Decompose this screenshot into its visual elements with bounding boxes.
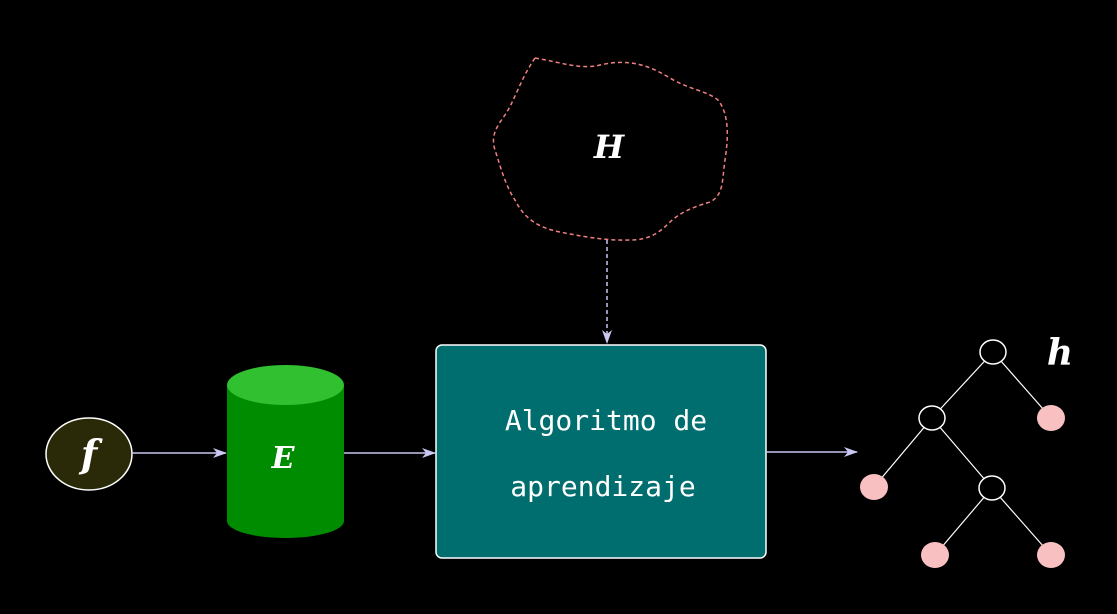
algorithm-label-line1: Algoritmo de [505,404,707,437]
hypothesis-space-label: H [593,128,626,166]
tree-edge [991,487,1052,556]
tree-internal-node [918,405,946,431]
hypothesis-space-cloud: H [492,57,729,241]
tree-edge [931,351,994,419]
algorithm-label-line2: aprendizaje [510,470,695,503]
tree-edge [873,417,933,488]
examples-database: E [227,365,344,538]
tree-edge [934,487,993,556]
tree-edge [931,417,993,489]
tree-leaf-node [921,542,949,568]
tree-internal-node [978,475,1006,501]
tree-edge [992,351,1052,419]
hypothesis-tree: h [860,332,1073,568]
tree-leaf-node [1037,542,1065,568]
learning-algorithm-box: Algoritmo de aprendizaje [435,344,767,559]
tree-leaf-node [1037,405,1065,431]
target-function-node: f [45,417,133,491]
hypothesis-label: h [1047,332,1073,374]
tree-internal-node [979,339,1007,365]
examples-label: E [271,441,296,476]
tree-leaf-node [860,474,888,500]
